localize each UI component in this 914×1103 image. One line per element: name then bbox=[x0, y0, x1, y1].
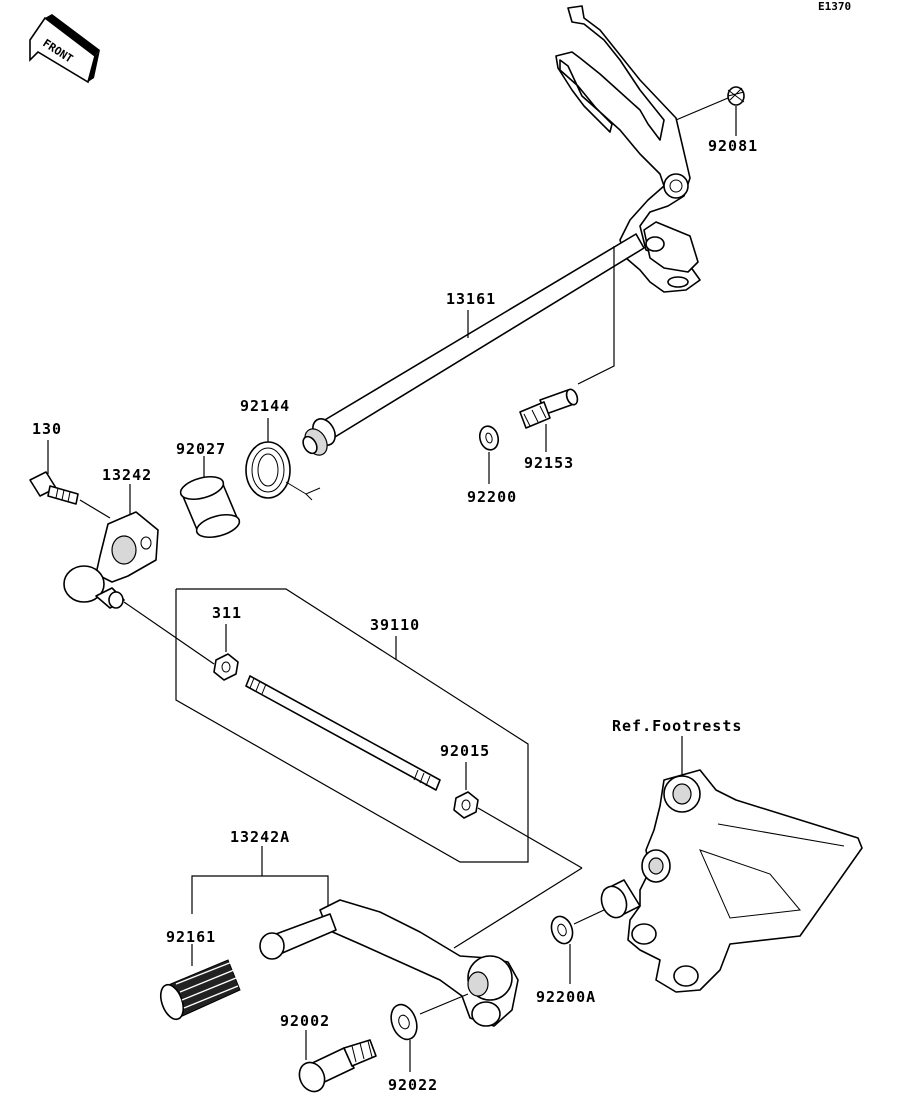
pin-92153 bbox=[519, 388, 579, 429]
shift-lever-13242 bbox=[63, 511, 159, 609]
label-311: 311 bbox=[212, 604, 242, 622]
spring-92144 bbox=[245, 441, 321, 501]
nut-92015 bbox=[453, 791, 479, 819]
tie-rod bbox=[245, 675, 441, 791]
bolt-130 bbox=[29, 471, 79, 505]
label-13242A: 13242A bbox=[230, 828, 290, 846]
collar-92027 bbox=[179, 475, 241, 539]
diagram-code: E1370 bbox=[818, 0, 851, 13]
label-92002: 92002 bbox=[280, 1012, 330, 1030]
label-92081: 92081 bbox=[708, 137, 758, 155]
label-130: 130 bbox=[32, 420, 62, 438]
shift-arm-assembly bbox=[555, 5, 701, 293]
footrest-bracket bbox=[627, 769, 863, 993]
spring-92081 bbox=[727, 86, 745, 106]
washer-92200 bbox=[478, 425, 500, 451]
label-92153: 92153 bbox=[524, 454, 574, 472]
washer-92022 bbox=[390, 1003, 418, 1041]
label-92022: 92022 bbox=[388, 1076, 438, 1094]
shift-pedal-13242A bbox=[259, 899, 519, 1027]
footrest-reference-note: Ref.Footrests bbox=[612, 717, 742, 735]
label-92027: 92027 bbox=[176, 440, 226, 458]
pivot-bolt-92002 bbox=[298, 1039, 377, 1093]
label-13161: 13161 bbox=[446, 290, 496, 308]
washer-92200A bbox=[550, 915, 574, 945]
label-92200: 92200 bbox=[467, 488, 517, 506]
shift-shaft-13161 bbox=[302, 233, 645, 456]
nut-311 bbox=[213, 653, 239, 681]
footpeg-rubber-92161 bbox=[159, 959, 241, 1021]
label-39110: 39110 bbox=[370, 616, 420, 634]
label-92144: 92144 bbox=[240, 397, 290, 415]
label-13242: 13242 bbox=[102, 466, 152, 484]
label-92015: 92015 bbox=[440, 742, 490, 760]
front-arrow-icon: FRONT bbox=[29, 14, 100, 84]
label-92200A: 92200A bbox=[536, 988, 596, 1006]
label-92161: 92161 bbox=[166, 928, 216, 946]
pivot-collar bbox=[600, 879, 641, 919]
